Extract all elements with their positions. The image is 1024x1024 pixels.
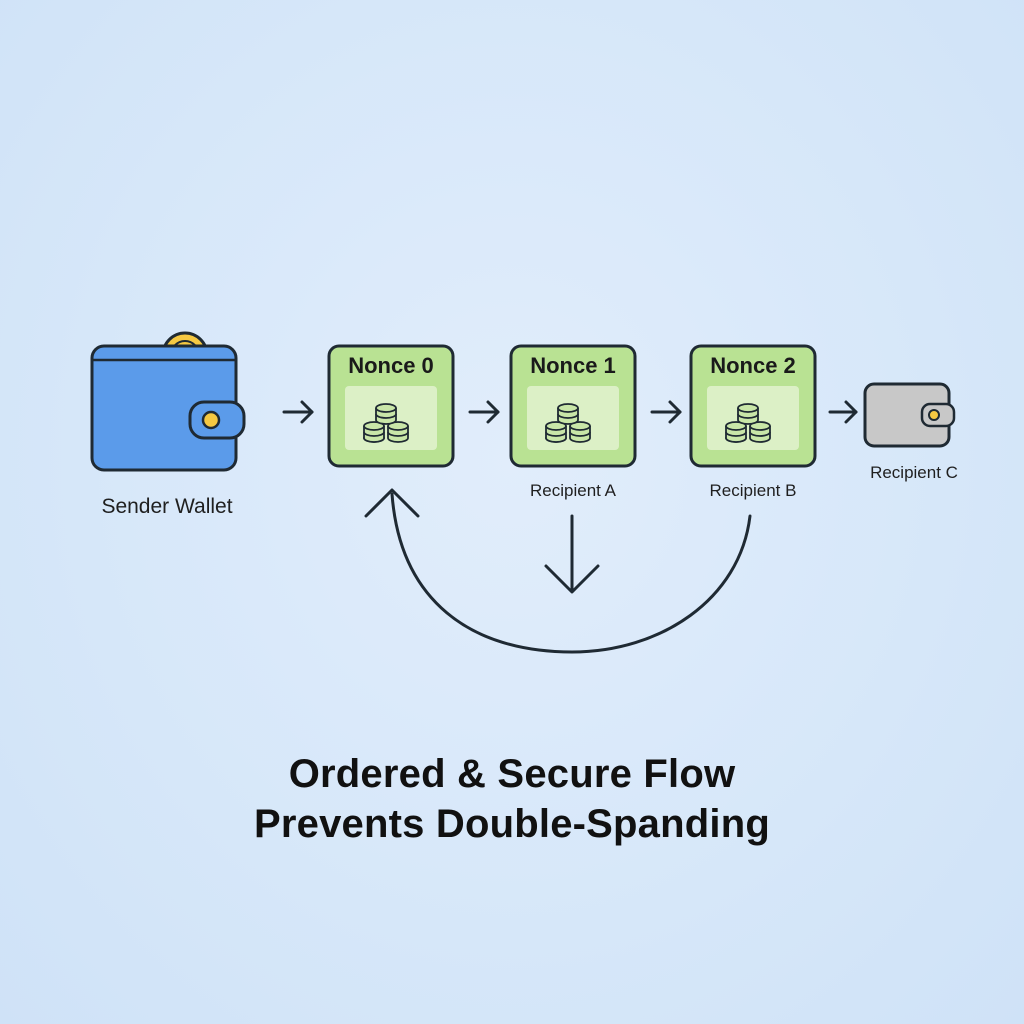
arrow-nonce0-to-nonce1: [468, 400, 500, 424]
nonce-box-0: [327, 344, 455, 468]
return-arc-arrow: [364, 488, 752, 654]
arrow-nonce1-to-nonce2: [650, 400, 682, 424]
arrow-nonce2-to-recipient-c: [828, 400, 858, 424]
arrow-sender-to-nonce0: [282, 400, 314, 424]
sender-wallet-icon: [90, 331, 246, 472]
down-arrow: [544, 514, 600, 594]
recipient-c-label: Recipient C: [870, 463, 958, 482]
recipient-b-label: Recipient B: [709, 481, 797, 500]
headline-line-2: Prevents Double-Spanding: [254, 802, 770, 846]
nonce-2-title: Nonce 2: [710, 353, 796, 378]
recipient-c-wallet-icon: [863, 382, 956, 448]
recipient-a-label: Recipient A: [530, 481, 616, 500]
nonce-1-title: Nonce 1: [530, 353, 616, 378]
nonce-box-1: [509, 344, 637, 468]
sender-wallet-label: Sender Wallet: [101, 495, 233, 518]
nonce-0-title: Nonce 0: [348, 353, 434, 378]
headline-line-1: Ordered & Secure Flow: [288, 752, 736, 796]
nonce-box-2: [689, 344, 817, 468]
